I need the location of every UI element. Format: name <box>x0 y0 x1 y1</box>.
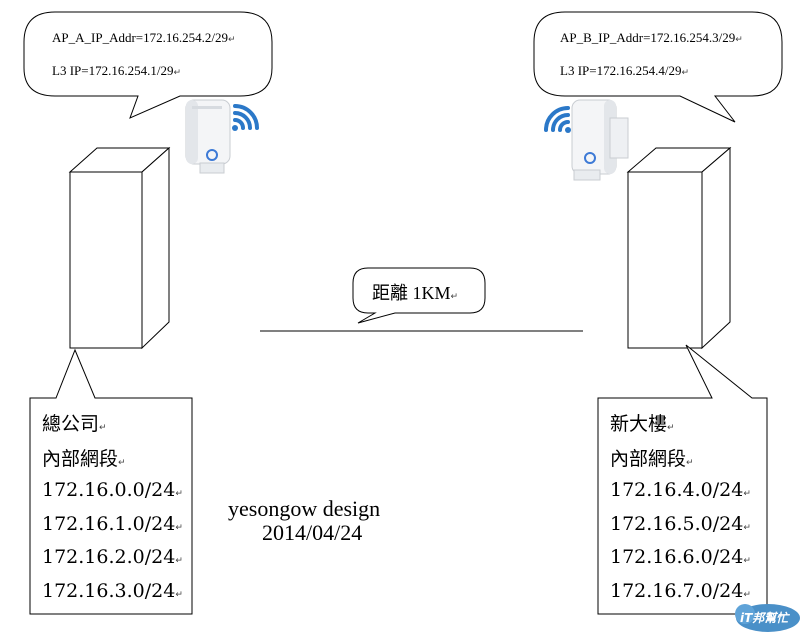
right-building <box>626 146 732 350</box>
ap-a-wifi-icon <box>232 104 259 131</box>
distance-bubble <box>352 267 486 324</box>
left-site-name: 總公司↵ <box>42 413 107 435</box>
paragraph-mark: ↵ <box>743 489 751 499</box>
paragraph-mark: ↵ <box>118 458 126 468</box>
paragraph-mark: ↵ <box>450 292 459 302</box>
right-network-3: 172.16.7.0/24↵ <box>610 580 751 602</box>
ithome-logo-text: iT邦幫忙 <box>740 611 789 625</box>
right-site-name: 新大樓↵ <box>610 413 675 435</box>
left-network-callout <box>29 348 193 615</box>
ap-b-l3-ip: L3 IP=172.16.254.4/29↵ <box>560 63 689 78</box>
right-network-0: 172.16.4.0/24↵ <box>610 479 751 501</box>
paragraph-mark: ↵ <box>681 68 689 78</box>
paragraph-mark: ↵ <box>743 523 751 533</box>
paragraph-mark: ↵ <box>227 35 236 45</box>
paragraph-mark: ↵ <box>686 458 694 468</box>
ap-a-bubble <box>23 11 273 119</box>
right-network-callout <box>597 344 768 615</box>
right-network-2: 172.16.6.0/24↵ <box>610 546 751 568</box>
paragraph-mark: ↵ <box>667 423 675 433</box>
left-network-2: 172.16.2.0/24↵ <box>42 546 183 568</box>
paragraph-mark: ↵ <box>175 556 183 566</box>
ap-b-wifi-icon <box>544 106 571 133</box>
right-network-1: 172.16.5.0/24↵ <box>610 513 751 535</box>
right-site-subtitle: 內部網段↵ <box>610 448 694 470</box>
left-building <box>68 146 171 350</box>
ap-b-ip-addr: AP_B_IP_Addr=172.16.254.3/29↵ <box>560 30 743 45</box>
ap-b-bubble <box>533 11 783 123</box>
ap-a-ip-addr: AP_A_IP_Addr=172.16.254.2/29↵ <box>52 30 236 45</box>
paragraph-mark: ↵ <box>99 423 107 433</box>
credit-date: 2014/04/24 <box>262 520 363 545</box>
paragraph-mark: ↵ <box>175 489 183 499</box>
left-network-0: 172.16.0.0/24↵ <box>42 479 183 501</box>
left-network-1: 172.16.1.0/24↵ <box>42 513 183 535</box>
left-site-subtitle: 內部網段↵ <box>42 448 126 470</box>
paragraph-mark: ↵ <box>175 523 183 533</box>
paragraph-mark: ↵ <box>735 35 743 45</box>
ap-b-device-icon <box>571 99 629 181</box>
credit-author: yesongow design <box>228 496 381 521</box>
paragraph-mark: ↵ <box>175 590 183 600</box>
ithome-logo <box>735 604 800 632</box>
ap-a-device-icon <box>185 99 231 174</box>
distance-label: 距離 1KM↵ <box>372 283 459 303</box>
paragraph-mark: ↵ <box>173 68 181 78</box>
paragraph-mark: ↵ <box>743 556 751 566</box>
left-network-3: 172.16.3.0/24↵ <box>42 580 183 602</box>
ap-a-l3-ip: L3 IP=172.16.254.1/29↵ <box>52 63 181 78</box>
paragraph-mark: ↵ <box>743 590 751 600</box>
